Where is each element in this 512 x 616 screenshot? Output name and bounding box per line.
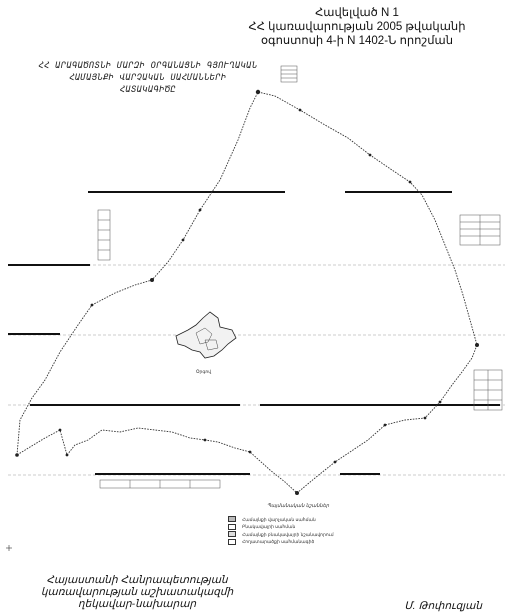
- boundary-marker: [181, 238, 185, 242]
- map-title-line-2: ՀԱՄԱՅՆՔԻ ՎԱՐՉԱԿԱՆ ՍԱՀՄԱՆՆԵՐԻ: [69, 73, 227, 83]
- boundary-marker: [65, 453, 69, 457]
- coordinate-table-left: [97, 209, 111, 261]
- header-line-3: օգոստոսի 4-ի N 1402-Ն որոշման: [261, 35, 453, 47]
- legend-item: Համայնքի բնակավայրի նշանավորում: [228, 531, 368, 537]
- legend-swatch: [228, 516, 236, 522]
- legend-title: Պայմանական նշաններ: [266, 503, 330, 509]
- boundary-marker: [333, 460, 337, 464]
- signatory-name: Մ. Թոփուզյան: [404, 600, 482, 612]
- legend-item: Հողատարածքի սահմանագիծ: [228, 538, 368, 545]
- legend-swatch: [228, 523, 236, 530]
- boundary-marker: [475, 343, 479, 347]
- community-boundary: [16, 91, 478, 494]
- signatory-line-1: Հայաստանի Հանրապետության: [46, 574, 228, 586]
- boundary-marker: [383, 423, 387, 427]
- boundary-markers: [15, 89, 479, 495]
- boundary-marker: [198, 208, 202, 212]
- coordinate-table-bottom: [99, 479, 221, 489]
- boundary-marker: [15, 453, 19, 457]
- settlement-label: Օրգով: [196, 369, 212, 374]
- decree-header: Հավելված N 1 ՀՀ կառավարության 2005 թվակա…: [232, 6, 482, 48]
- boundary-marker: [255, 89, 261, 95]
- coordinate-table-right-lower: [473, 369, 503, 411]
- map-title-line-1: ՀՀ ԱՐԱԳԱԾՈՏՆԻ ՄԱՐԶԻ ՕՐԳԱՆԱՑՆԻ ԳՅՈՒՂԱԿԱՆ: [38, 61, 258, 71]
- map-title: ՀՀ ԱՐԱԳԱԾՈՏՆԻ ՄԱՐԶԻ ՕՐԳԱՆԱՑՆԻ ԳՅՈՒՂԱԿԱՆ …: [18, 60, 278, 96]
- boundary-marker: [298, 108, 302, 112]
- coordinate-table-top: [280, 65, 298, 83]
- heavy-grid: [8, 191, 500, 475]
- boundary-marker: [423, 416, 427, 420]
- grid-lines: [8, 264, 505, 476]
- header-line-1: Հավելված N 1: [315, 7, 399, 19]
- legend-item: Համայնքի վարչական սահման: [228, 516, 368, 522]
- boundary-marker: [408, 180, 412, 184]
- signatory-line-3: ղեկավար-նախարար: [77, 598, 197, 610]
- boundary-marker: [368, 153, 372, 157]
- boundary-marker: [58, 428, 62, 432]
- legend-item-label: Համայնքի բնակավայրի նշանավորում: [242, 531, 334, 537]
- coordinate-table-right: [459, 214, 501, 246]
- corner-marks: [6, 545, 12, 551]
- map-legend: Պայմանական նշաններ Համայնքի վարչական սահ…: [228, 503, 368, 546]
- legend-item-label: Համայնքի վարչական սահման: [242, 516, 316, 522]
- settlement-outline: [175, 311, 237, 359]
- boundary-marker: [203, 438, 207, 442]
- boundary-marker: [248, 450, 252, 454]
- boundary-marker: [295, 491, 299, 495]
- legend-item: Բնակավայրի սահման: [228, 523, 368, 530]
- map-title-line-3: ՀԱՏԱԿԱԳԻԾԸ: [119, 85, 177, 95]
- boundary-marker: [90, 303, 94, 307]
- legend-swatch: [228, 531, 236, 537]
- legend-item-label: Հողատարածքի սահմանագիծ: [242, 539, 315, 544]
- settlement-inner: [195, 327, 219, 351]
- boundary-marker: [438, 400, 442, 404]
- legend-swatch: [228, 538, 236, 545]
- signatory-line-2: կառավարության աշխատակազմի: [40, 586, 234, 598]
- signatory-title: Հայաստանի Հանրապետության կառավարության ա…: [22, 574, 252, 610]
- header-line-2: ՀՀ կառավարության 2005 թվականի: [248, 21, 466, 33]
- legend-item-label: Բնակավայրի սահման: [242, 524, 296, 529]
- boundary-marker: [150, 278, 154, 282]
